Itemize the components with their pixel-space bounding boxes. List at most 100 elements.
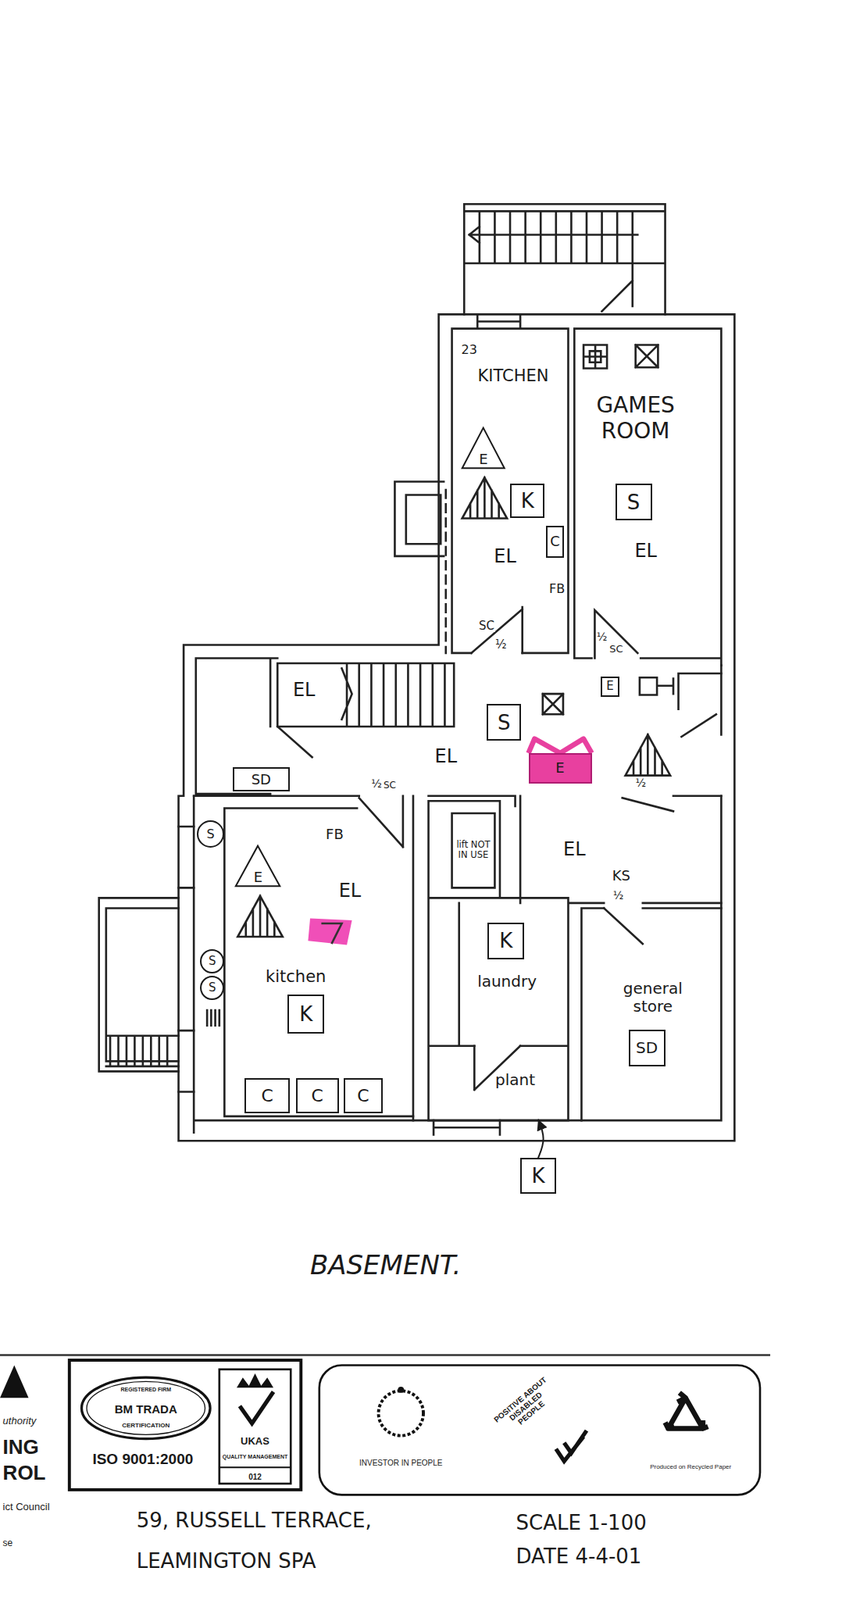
symbol-letter: S <box>497 712 511 733</box>
title-block-text: SCALE 1-100 <box>515 1510 648 1534</box>
outer-walls <box>178 314 736 1141</box>
title-block-text: DATE 4-4-01 <box>515 1544 643 1567</box>
recycle-symbol <box>665 1392 709 1429</box>
plan-title: BASEMENT. <box>309 1250 462 1280</box>
highlight-mark <box>307 918 352 946</box>
staircase <box>277 663 454 727</box>
plan-annotation: ½ <box>494 638 508 652</box>
highlight-mark <box>528 738 593 753</box>
plan-annotation: ½ <box>595 631 609 644</box>
symbol-letter: E <box>253 870 263 885</box>
room: laundryK <box>460 904 568 1044</box>
plan-annotation: EL <box>292 679 317 700</box>
warning-triangle: E <box>460 426 506 470</box>
logo-text: INVESTOR IN PEOPLE <box>358 1457 444 1467</box>
symbol-letter: C <box>549 534 561 549</box>
symbol-letter: S <box>627 492 641 513</box>
logo-mark <box>0 1365 29 1399</box>
room: KITCHEN E K C <box>454 331 568 650</box>
symbol-letter: K <box>299 1003 313 1025</box>
grill-lines <box>206 1009 220 1026</box>
plan-annotation: EL <box>562 838 587 859</box>
cross-box-symbol <box>635 345 659 368</box>
lower-walls <box>178 795 722 1121</box>
room: general storeSD <box>583 909 718 1120</box>
plan-annotation: EL <box>492 545 518 567</box>
dashed-wall <box>444 489 447 654</box>
logo-text: uthority <box>2 1415 38 1427</box>
symbol-letter: S <box>206 827 215 841</box>
hatched-triangle <box>625 734 671 775</box>
symbol-box: S <box>615 483 653 521</box>
ukas-rule <box>219 1466 291 1468</box>
highlighted-box: E <box>528 752 593 784</box>
plan-annotation: KS <box>611 867 632 884</box>
symbol-letter: C <box>356 1087 369 1105</box>
laurel <box>397 1386 404 1393</box>
hatched-triangle <box>462 477 507 518</box>
symbol-box: C <box>343 1077 383 1113</box>
detector-symbol <box>583 345 607 369</box>
cert-oval <box>86 1380 206 1435</box>
ticks-logo <box>556 1430 587 1461</box>
room-name: general store <box>613 979 693 1016</box>
logo-text: REGISTERED FIRM <box>119 1386 172 1393</box>
logo-text: ING <box>2 1435 40 1459</box>
room-name: KITCHEN <box>477 366 549 386</box>
plan-annotation: ½ <box>634 777 647 789</box>
logo-text: POSITIVE ABOUT DISABLED PEOPLE <box>490 1373 561 1439</box>
symbol-letter: C <box>260 1087 273 1105</box>
symbol-box: K <box>510 483 545 518</box>
plan-annotation: SC <box>608 642 624 654</box>
symbol-circle: S <box>199 949 225 974</box>
room-name: plant <box>495 1070 536 1089</box>
cert-frame <box>69 1359 301 1490</box>
room: lift NOT IN USE <box>453 813 494 887</box>
symbol-circle: S <box>196 820 225 848</box>
room: plant <box>430 1047 568 1119</box>
footer-rule <box>0 1353 771 1357</box>
symbol-box: K <box>520 1157 557 1194</box>
symbol-box: C <box>545 525 564 559</box>
plan-annotation: EL <box>433 745 458 767</box>
cross-box-symbol <box>542 693 564 714</box>
hall-walls <box>193 657 721 1121</box>
logo-text: CERTIFICATION <box>121 1421 171 1429</box>
title-block-text: LEAMINGTON SPA <box>135 1549 318 1573</box>
symbol-letter: SD <box>635 1039 658 1056</box>
symbol-letter: E <box>555 760 564 775</box>
logo-text: se <box>2 1538 15 1549</box>
door-swings <box>359 606 674 1090</box>
plan-annotation: FB <box>548 581 566 596</box>
logo-text: ISO 9001:2000 <box>91 1450 194 1467</box>
logo-text: ict Council <box>2 1501 51 1513</box>
plan-annotation: SC <box>478 618 496 632</box>
laurel <box>378 1390 424 1435</box>
tick <box>239 1391 274 1424</box>
plan-annotation: EL <box>338 880 363 901</box>
plan-annotation: 23 <box>460 342 479 357</box>
window <box>433 1120 500 1135</box>
plan-annotation: EL <box>633 540 658 561</box>
symbol-letter: K <box>499 930 513 951</box>
triangle-outline <box>235 845 280 887</box>
symbol-letter: E <box>478 452 488 467</box>
symbol-box: SD <box>628 1029 666 1067</box>
triangle-outline <box>462 428 505 469</box>
warning-triangle: E <box>234 844 282 888</box>
symbol-circle: S <box>199 975 225 1000</box>
plan-annotation: FB <box>324 826 345 843</box>
symbol-box: C <box>296 1077 340 1113</box>
logo-text: 012 <box>247 1471 263 1481</box>
symbol-box: K <box>287 994 325 1034</box>
symbol-box: K <box>487 922 525 960</box>
crown <box>236 1373 274 1388</box>
symbol-letter: C <box>310 1087 323 1105</box>
room-name: lift NOT IN USE <box>455 839 492 861</box>
cert-oval <box>81 1377 211 1439</box>
room: kitchenEKCCC <box>226 807 411 1114</box>
outside-stair <box>99 897 179 1071</box>
